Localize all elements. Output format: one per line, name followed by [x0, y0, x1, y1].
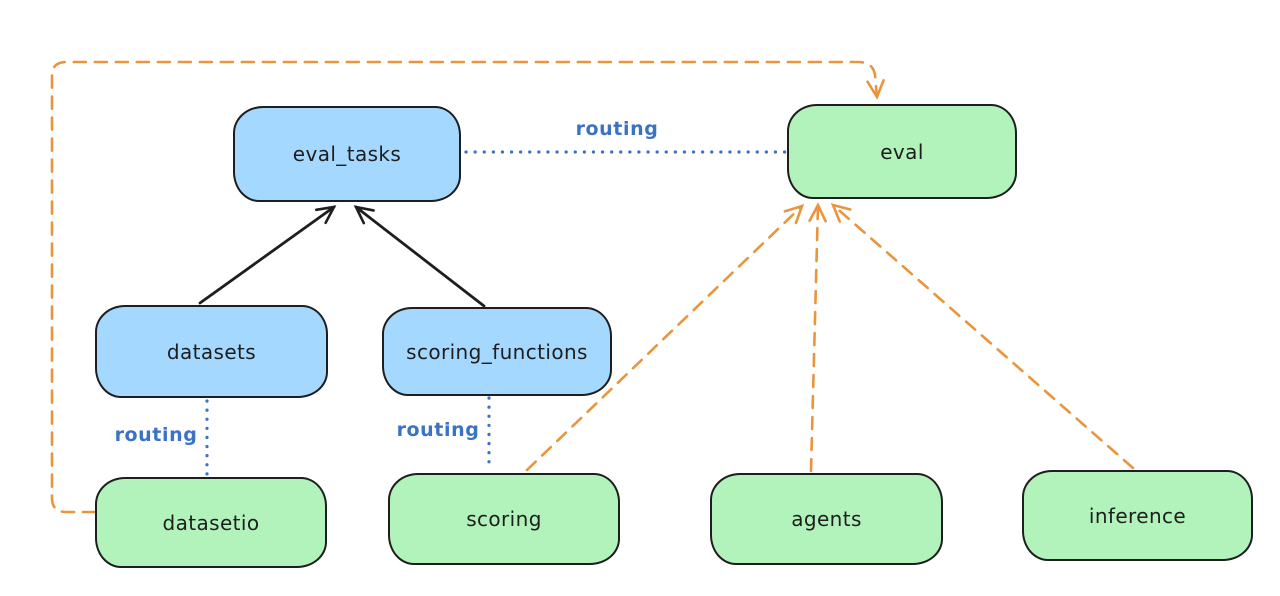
- edge-scoring-functions-to-eval-tasks: [353, 205, 486, 308]
- node-scoring-label: scoring: [466, 507, 542, 531]
- node-scoring-functions: scoring_functions: [382, 307, 612, 396]
- node-eval-tasks-label: eval_tasks: [292, 142, 402, 166]
- routing-label-datasets-datasetio: routing: [114, 424, 198, 446]
- edge-agents-to-eval: [808, 202, 827, 473]
- routing-label-eval-tasks-eval: routing: [575, 118, 659, 140]
- edge-inference-to-eval: [830, 203, 1135, 470]
- node-agents: agents: [710, 473, 943, 565]
- edge-datasets-to-eval-tasks: [198, 205, 337, 305]
- node-datasets-label: datasets: [166, 339, 257, 364]
- node-scoring: scoring: [388, 473, 620, 565]
- node-datasets: datasets: [95, 305, 328, 398]
- node-eval-label: eval: [880, 139, 924, 164]
- node-inference: inference: [1022, 470, 1253, 561]
- routing-label-scoring-functions-scoring: routing: [396, 419, 480, 441]
- node-eval-tasks: eval_tasks: [233, 106, 461, 202]
- node-datasetio: datasetio: [95, 477, 327, 568]
- node-datasetio-label: datasetio: [162, 510, 260, 535]
- node-eval: eval: [787, 104, 1017, 199]
- node-inference-label: inference: [1088, 503, 1187, 528]
- node-agents-label: agents: [791, 507, 862, 531]
- node-scoring-functions-label: scoring_functions: [406, 339, 588, 364]
